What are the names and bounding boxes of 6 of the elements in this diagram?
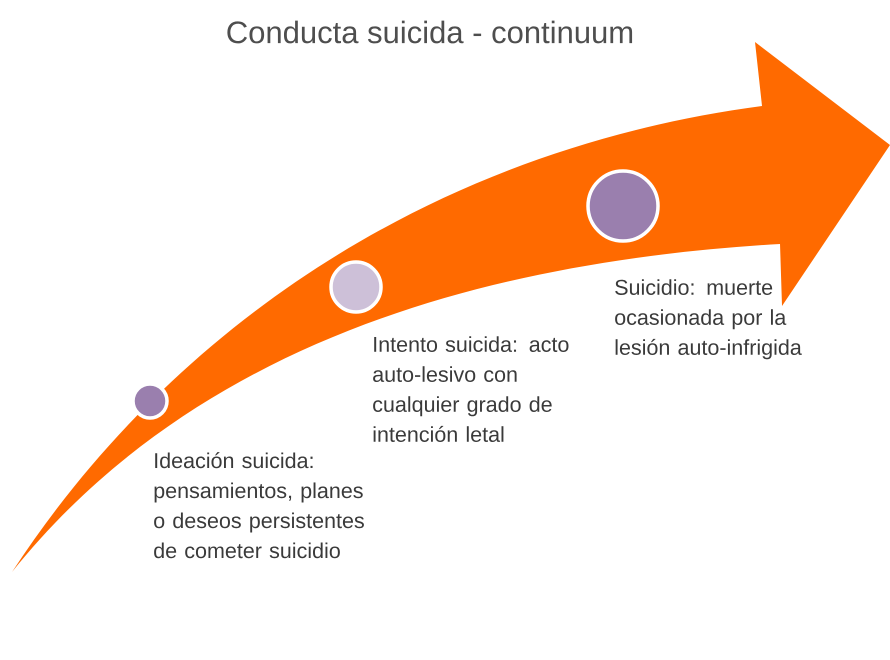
- stage-description: Intento suicida: acto auto-lesivo con cualquier grado de intención letal: [373, 336, 568, 442]
- circle-marker: [586, 169, 660, 243]
- circle-marker: [329, 260, 383, 314]
- stage-description: Ideación suicida: pensamientos, planes o deseos persistentes de cometer suicidio: [154, 452, 364, 558]
- stage-description: Suicidio: muerte ocasionada por la lesión auto-infrigida: [615, 279, 802, 360]
- title: Conducta suicida - continuum: [227, 20, 632, 44]
